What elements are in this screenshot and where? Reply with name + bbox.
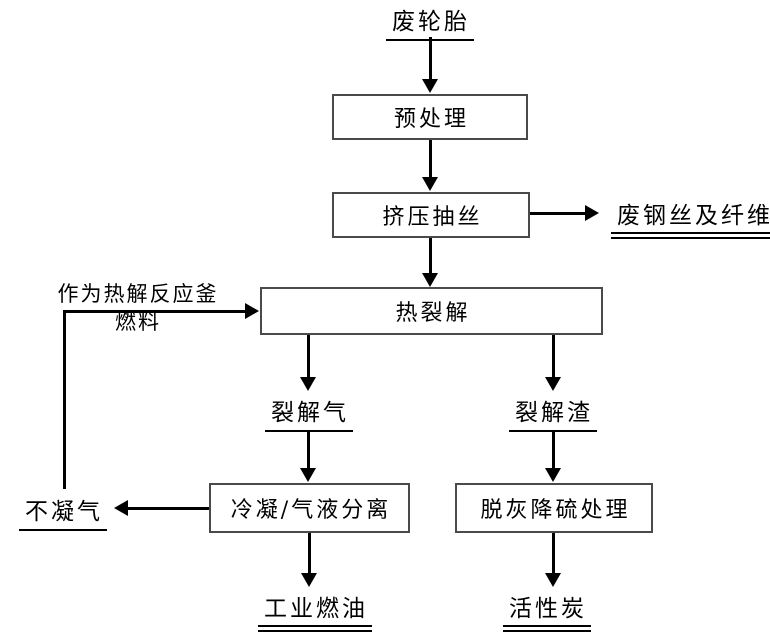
arrowhead-down-icon [545,377,561,391]
arrowhead-right-icon [245,303,259,319]
arrow-line [306,431,310,469]
arrowhead-down-icon [545,573,561,587]
label-pyrolysis-residue: 裂解渣 [509,393,597,432]
arrow-line [62,309,247,313]
arrowhead-down-icon [422,177,438,191]
label-waste-tire: 废轮胎 [386,2,474,41]
arrowhead-down-icon [301,573,317,587]
feedback-vertical-line [62,309,66,489]
label-waste-steel-fiber: 废钢丝及纤维 [611,196,770,239]
arrow-line [551,533,555,574]
arrowhead-left-icon [114,500,128,516]
label-activated-carbon: 活性炭 [503,589,591,632]
arrow-line [428,140,432,178]
arrow-line [428,37,432,80]
label-pyrolysis-gas: 裂解气 [265,393,353,432]
arrow-line [127,506,209,510]
arrowhead-down-icon [545,468,561,482]
box-desulfurization: 脱灰降硫处理 [455,483,653,533]
arrow-line [307,533,311,574]
note-reactor-fuel: 作为热解反应釜 燃料 [58,280,219,336]
label-industrial-fuel-oil: 工业燃油 [258,589,372,632]
arrowhead-right-icon [585,205,599,221]
arrow-line [306,335,310,378]
arrowhead-down-icon [300,377,316,391]
arrow-line [551,335,555,378]
box-pyrolysis: 热裂解 [260,287,603,335]
box-condensation: 冷凝/气液分离 [209,483,410,533]
note-line-2: 燃料 [115,310,161,334]
label-non-condensable-gas: 不凝气 [19,492,107,531]
arrow-line [428,238,432,274]
note-line-1: 作为热解反应釜 [57,282,219,306]
box-pretreatment: 预处理 [332,94,528,140]
arrowhead-down-icon [422,79,438,93]
arrowhead-down-icon [422,273,438,287]
arrowhead-down-icon [300,468,316,482]
arrow-line [551,431,555,469]
arrow-line [530,211,586,215]
box-extrusion: 挤压抽丝 [332,192,530,238]
